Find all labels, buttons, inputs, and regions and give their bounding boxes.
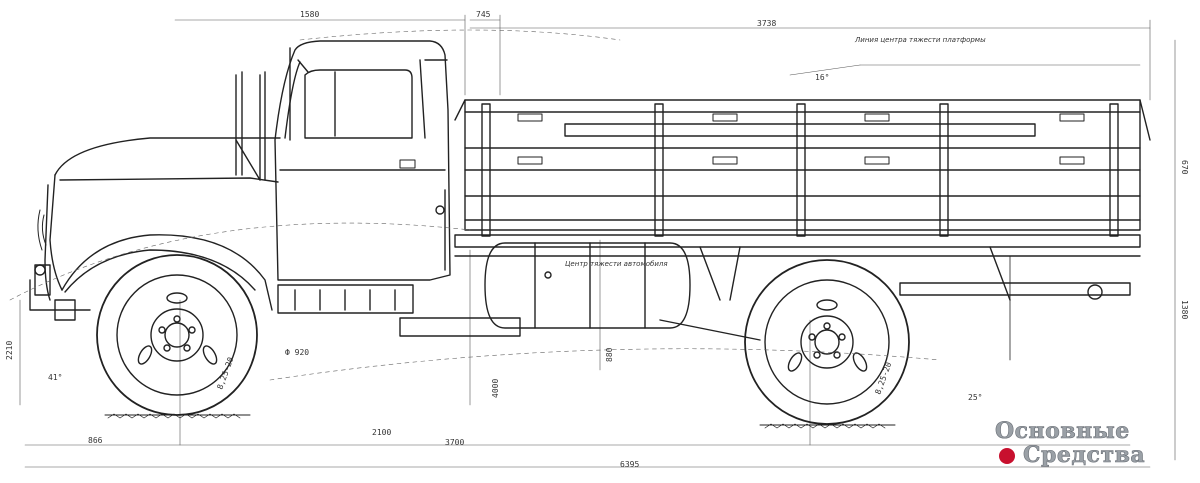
watermark-dot	[999, 448, 1015, 464]
dim-total-length: 6395	[620, 460, 639, 469]
dim-front-height: 2210	[5, 341, 14, 360]
dim-front-overhang: 866	[88, 436, 103, 445]
construction-arcs	[9, 29, 941, 381]
mirror-posts	[235, 71, 266, 181]
body-stakes	[481, 103, 1119, 237]
watermark-line1: Основные	[995, 418, 1130, 445]
dim-cab-top: 1580	[300, 10, 319, 19]
cargo-body	[454, 99, 1151, 237]
ground-lines	[104, 413, 896, 429]
chassis-frame	[454, 234, 1141, 361]
dim-body-length: 3738	[757, 19, 776, 28]
hood-and-fender	[29, 137, 281, 321]
dim-body-height: 670	[1180, 160, 1189, 175]
dim-angle-small: 16°	[815, 73, 829, 82]
top-dimension-lines	[19, 14, 1176, 468]
dim-ground-clearance: 1380	[1180, 300, 1189, 319]
body-clamps	[517, 113, 1085, 165]
note-platform-center: Линия центра тяжести платформы	[854, 36, 986, 44]
dim-approach-angle: 41°	[48, 373, 62, 382]
rear-wheel	[744, 259, 910, 425]
dim-cab-offset: 745	[476, 10, 491, 19]
dim-wheelbase: 3700	[445, 438, 464, 447]
fuel-tank	[484, 242, 691, 329]
dim-rear-overhang: 4000	[491, 379, 500, 398]
dimension-labels: 1580 745 3738 16° 670 1380 2210 41° 880 …	[5, 10, 1189, 469]
dim-wheel-dia: Ф 920	[285, 348, 309, 357]
dim-axle-height: 880	[605, 347, 614, 362]
cab	[274, 40, 451, 281]
dim-departure-angle: 25°	[968, 393, 982, 402]
watermark-logo: Основные Средства	[995, 418, 1195, 478]
dim-front-track: 2100	[372, 428, 391, 437]
watermark-line2: Средства	[1023, 442, 1146, 469]
running-board	[277, 284, 521, 337]
note-chassis-center: Центр тяжести автомобиля	[565, 260, 668, 268]
dim-tire-rear: 8,25-20	[873, 361, 893, 396]
dim-tire-front: 8,25-20	[215, 356, 235, 391]
front-wheel	[96, 254, 258, 416]
